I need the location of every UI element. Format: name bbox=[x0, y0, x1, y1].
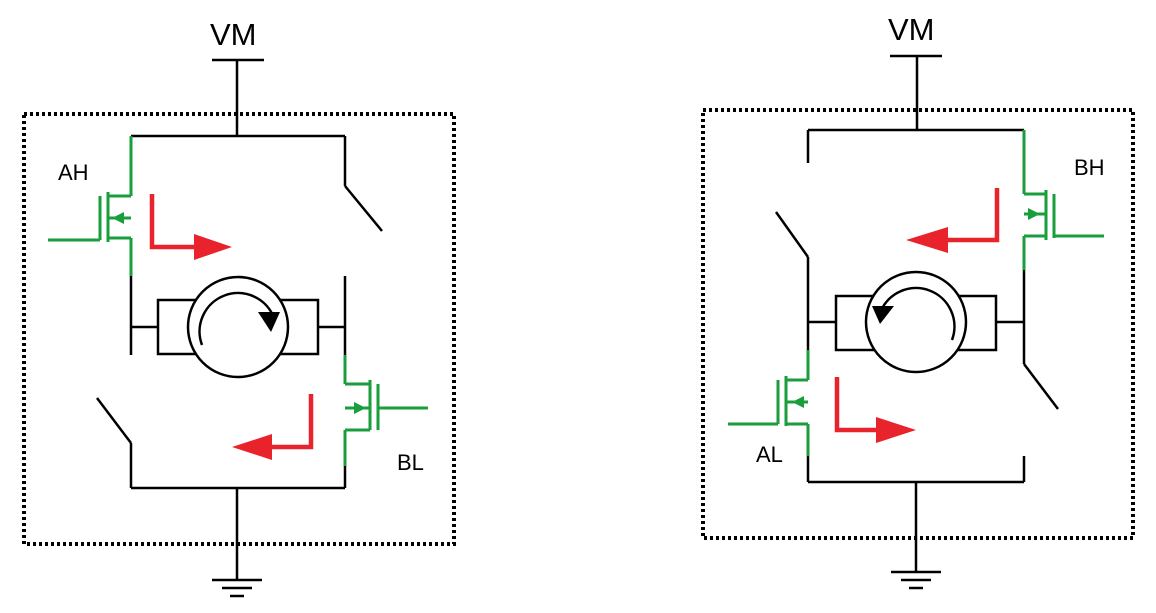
right-rotation-arc bbox=[878, 286, 956, 341]
left-h-bridge: VM AH bbox=[22, 17, 456, 598]
left-rotation-arc bbox=[198, 291, 276, 346]
right-bh-label: BH bbox=[1074, 155, 1105, 180]
left-ah-label: AH bbox=[58, 160, 89, 185]
right-ground-icon bbox=[891, 570, 941, 590]
right-switch-ah-open bbox=[774, 211, 810, 258]
left-ground-icon bbox=[212, 578, 262, 598]
left-ah-mosfet bbox=[48, 136, 133, 276]
right-h-bridge: VM BH bbox=[701, 12, 1135, 590]
left-enclosure bbox=[22, 112, 456, 546]
right-al-label: AL bbox=[756, 442, 783, 467]
right-vm-label: VM bbox=[888, 12, 935, 47]
right-enclosure bbox=[701, 108, 1135, 540]
left-switch-bh-open bbox=[344, 185, 383, 232]
left-bl-label: BL bbox=[397, 450, 424, 475]
right-al-mosfet bbox=[728, 350, 810, 456]
right-current-arrow-top bbox=[906, 188, 1000, 253]
left-current-arrow-top bbox=[149, 194, 232, 260]
right-motor bbox=[808, 270, 1024, 374]
right-switch-bl-open bbox=[1023, 363, 1059, 410]
left-rotation-arrowhead bbox=[258, 312, 280, 332]
left-motor bbox=[131, 275, 345, 379]
left-switch-al-open bbox=[96, 397, 132, 444]
left-bl-mosfet bbox=[343, 355, 428, 466]
right-rotation-arrowhead bbox=[872, 306, 894, 324]
left-current-arrow-bottom bbox=[232, 394, 314, 460]
right-bh-mosfet bbox=[1022, 130, 1104, 270]
left-vm-label: VM bbox=[210, 17, 257, 52]
right-current-arrow-bottom bbox=[834, 377, 916, 443]
